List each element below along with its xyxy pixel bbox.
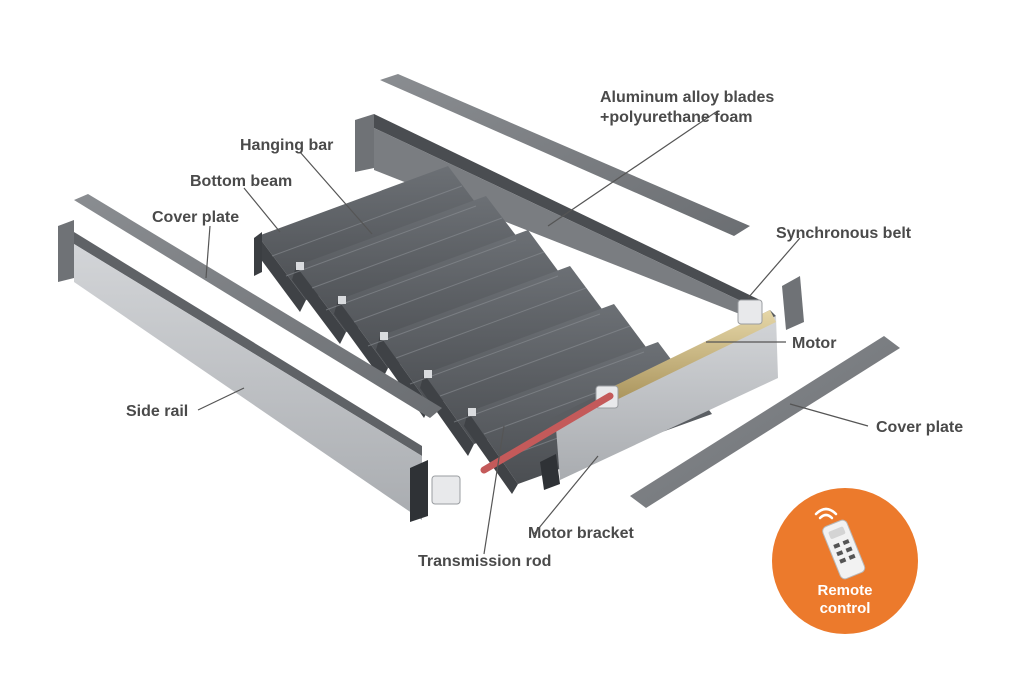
label-synchronous-belt: Synchronous belt <box>776 225 912 242</box>
label-bottom-beam: Bottom beam <box>190 173 293 190</box>
transmission-rod-shape <box>480 392 614 474</box>
badge-line1: Remote <box>817 582 873 599</box>
label-hanging-bar: Hanging bar <box>240 137 334 154</box>
label-motor: Motor <box>792 335 837 352</box>
badge-line2: control <box>819 600 871 617</box>
bottom-beam <box>254 232 262 276</box>
back-beam <box>355 114 760 322</box>
side-rail <box>58 220 461 522</box>
label-blades-line1: Aluminum alloy blades <box>600 89 775 106</box>
label-blades-line2: +polyurethane foam <box>600 109 753 126</box>
label-side-rail: Side rail <box>126 403 189 420</box>
remote-control-badge: Remote control <box>772 488 918 634</box>
cover-plate-left <box>74 194 442 418</box>
label-cover-plate-right: Cover plate <box>876 419 964 436</box>
badge-text: Remote control <box>772 582 918 618</box>
right-end-bracket <box>782 276 804 330</box>
label-cover-plate-left: Cover plate <box>152 209 240 226</box>
leader-lines <box>197 111 869 555</box>
cover-plate-right <box>630 336 900 508</box>
wifi-signal-icon <box>814 507 838 520</box>
remote-control-icon <box>814 507 866 580</box>
label-transmission-rod: Transmission rod <box>418 553 552 570</box>
label-motor-bracket: Motor bracket <box>528 525 634 542</box>
cover-plate-top <box>380 74 750 236</box>
